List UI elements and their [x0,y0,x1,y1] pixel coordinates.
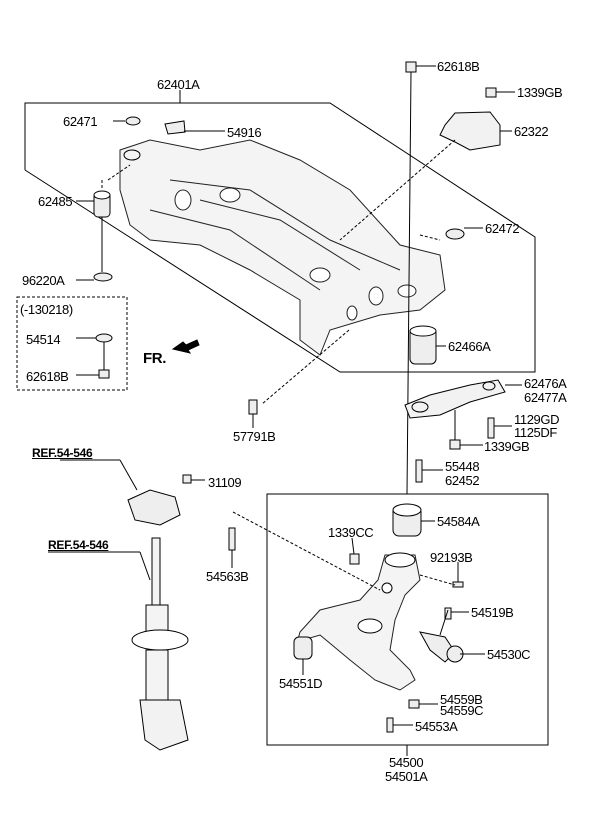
part-label: 1339GB [484,439,530,454]
part-label: 54559C [440,703,484,718]
nut-62618B-lower [98,369,110,379]
part-label: 62452 [445,473,480,488]
part-label: 54519B [471,605,514,620]
front-arrow-icon [171,339,200,354]
bolt-55448 [415,459,423,483]
mount-bracket-62322 [439,111,501,151]
part-label: 62618B [26,369,69,384]
nut-62618B-top [405,61,417,73]
part-label: 62322 [514,124,549,139]
part-label: 1125DF [514,425,557,440]
bolt-54563B [228,527,236,551]
part-label: 54514 [26,332,61,347]
bolt-57791B [248,399,258,415]
part-label: 62476A [524,376,567,391]
bracket-62476A [404,379,506,419]
part-label: 54551D [279,676,323,691]
strut-mount-31109 [127,489,181,526]
part-label: 62466A [448,339,491,354]
subframe-crossmember [119,139,446,356]
nut-1339CC [349,553,360,565]
part-label: 1339CC [328,525,374,540]
part-label: 54916 [227,125,262,140]
bushing-54551D [293,636,313,660]
part-label: 57791B [233,429,276,444]
bracket-54916 [164,120,186,135]
part-label: 1339GB [517,85,563,100]
front-direction-label: FR. [143,350,166,367]
part-label: 31109 [208,475,242,490]
nut-1339GB-top [485,87,497,98]
bolt-54553A [386,717,394,733]
stopper-62471 [125,116,141,126]
part-label: 54553A [415,719,458,734]
subframe-group-outline [24,102,536,373]
bolt-54519B [444,607,452,620]
part-label: 96220A [22,273,65,288]
part-label: 62618B [437,59,480,74]
part-label: 62401A [157,77,200,92]
leader-lines [48,65,522,726]
nut-54559B [408,699,420,709]
stopper-62472 [445,228,465,240]
variant-dashed-box [16,296,128,391]
variant-code-label: (-130218) [20,302,73,317]
strut-shock-absorber [151,537,161,609]
reference-link[interactable]: REF.54-546 [48,538,109,552]
part-label: 92193B [430,550,473,565]
part-label: 54559B [440,692,483,707]
nut-1339GB-lower [449,439,461,450]
bolt-1129GD [487,417,495,439]
part-label: 62477A [524,390,567,405]
part-label: 62472 [485,221,520,236]
part-label: 54584A [437,514,480,529]
lower-control-arm [294,554,421,691]
part-label: 1129GD [514,412,560,427]
part-label: 55448 [445,459,480,474]
washer-54514 [95,333,113,343]
part-label: 54563B [206,569,249,584]
part-label: 54500 [389,755,424,770]
reference-link[interactable]: REF.54-546 [32,446,93,460]
part-label: 54530C [487,647,531,662]
part-label: 62485 [38,194,73,209]
washer-96220A [93,272,113,282]
part-label: 62471 [63,114,98,129]
part-label: 54501A [385,769,428,784]
